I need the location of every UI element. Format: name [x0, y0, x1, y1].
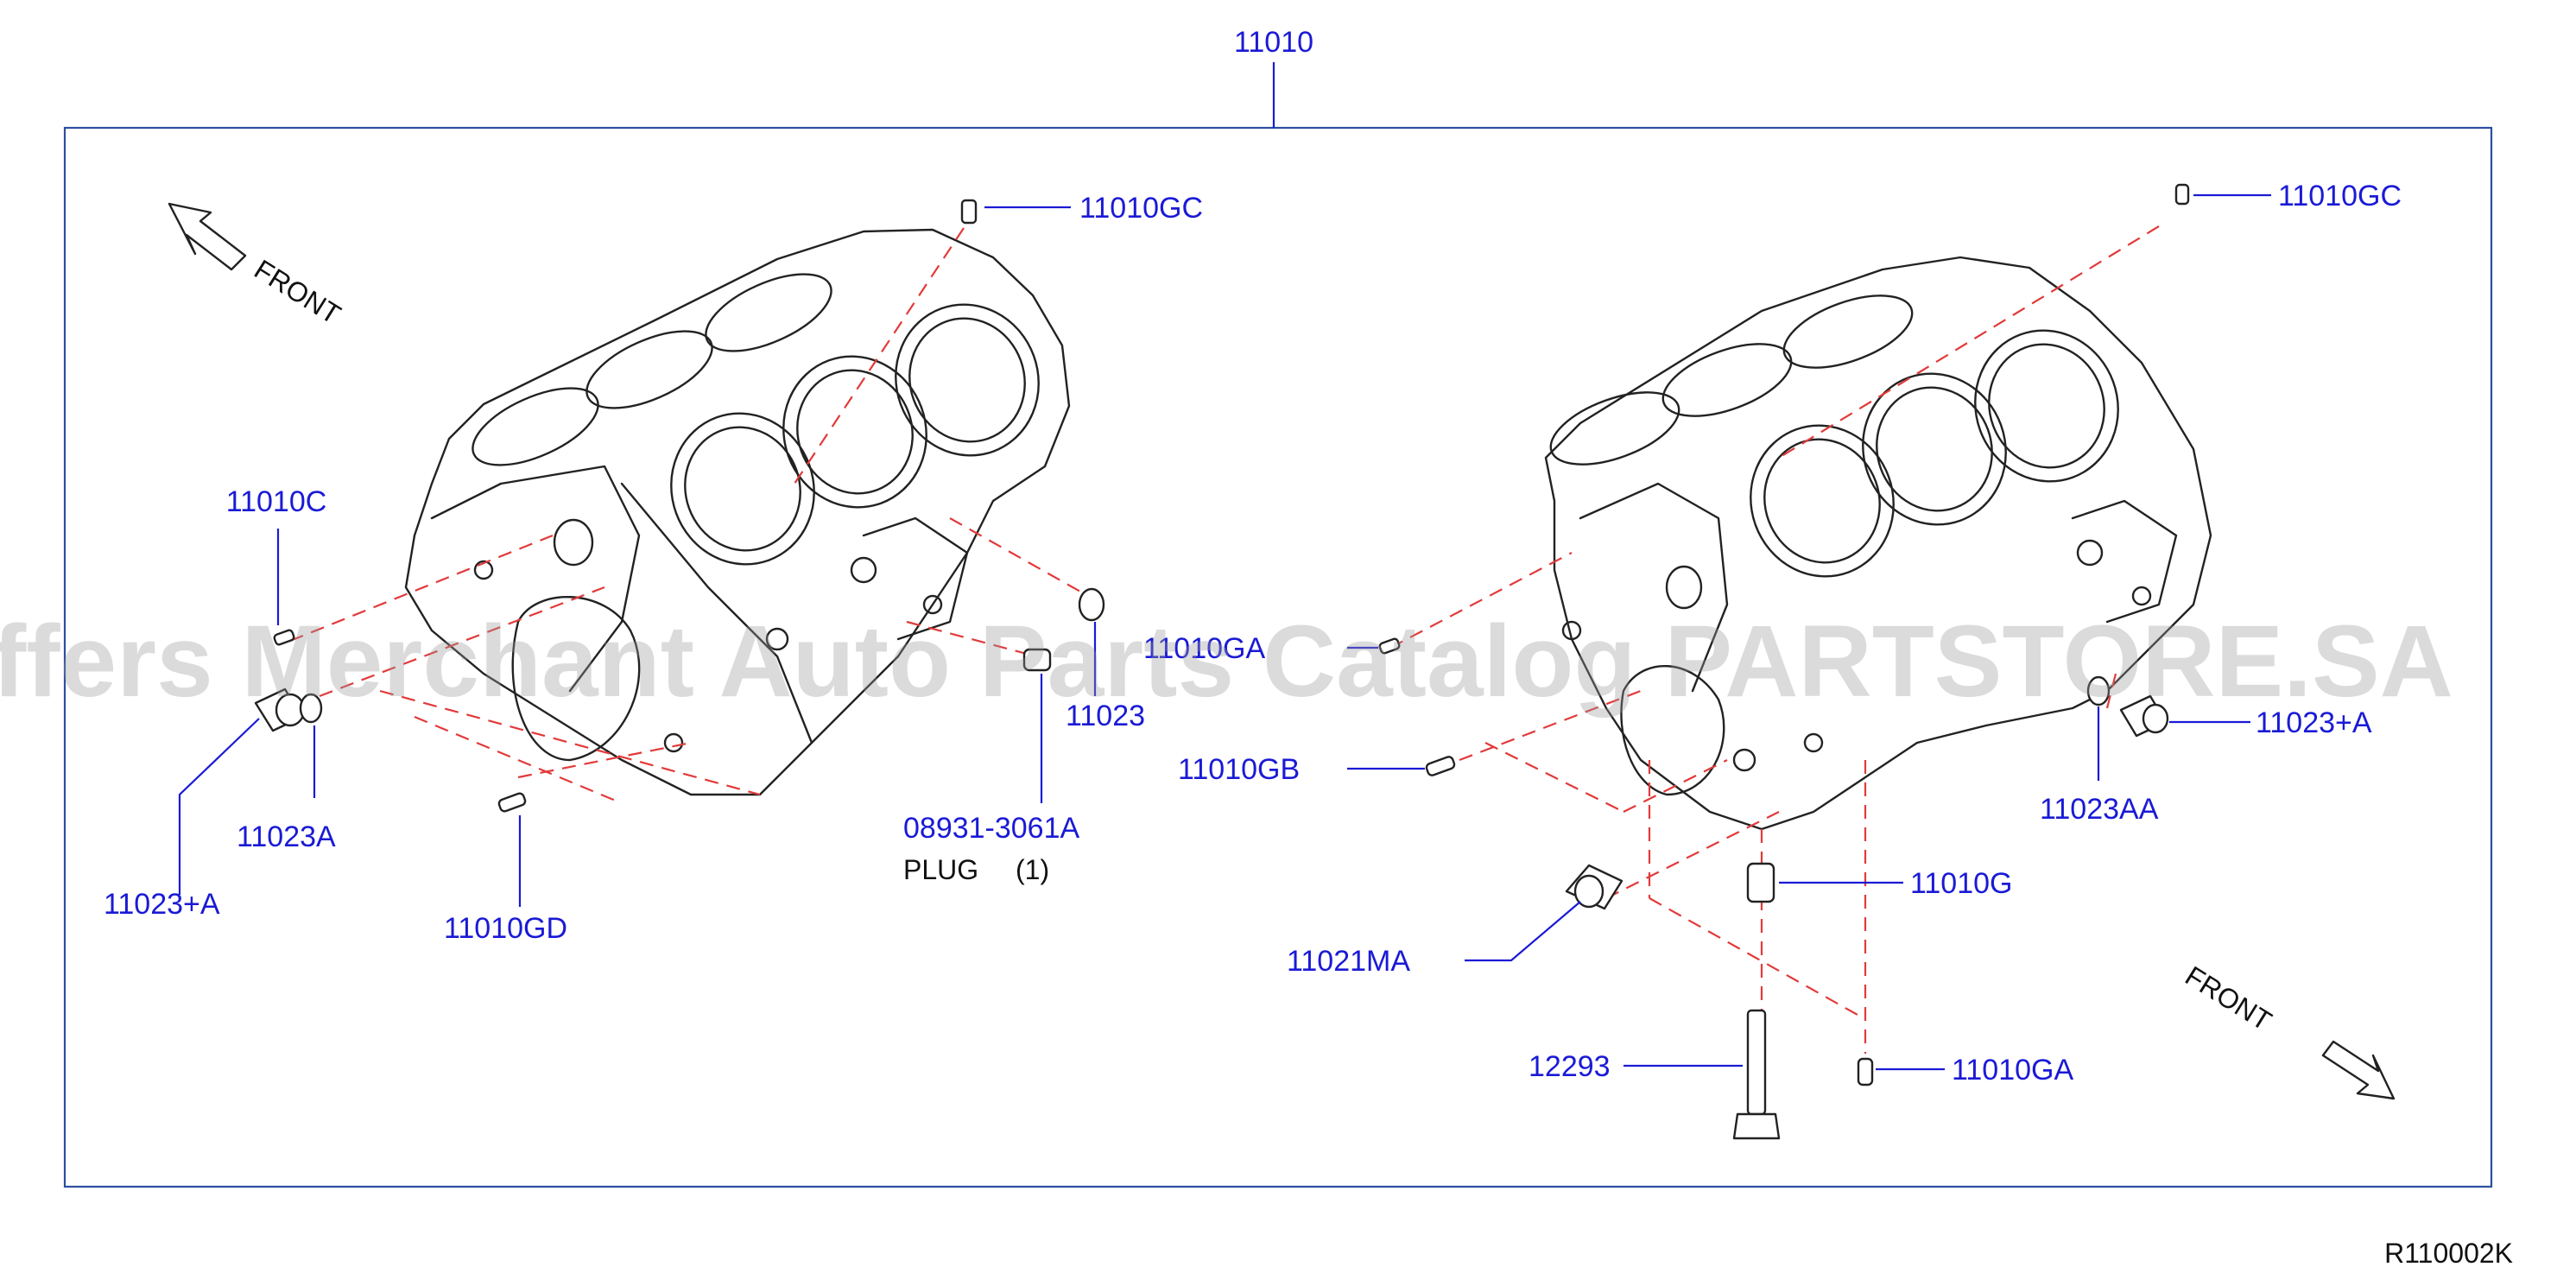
- right-washer-aa: [2086, 675, 2111, 706]
- left-plug: [1022, 648, 1052, 672]
- right-dowel-gb: [1425, 756, 1456, 776]
- callout-right-11010g[interactable]: 11010G: [1910, 867, 2012, 900]
- callout-right-11023aa[interactable]: 11023AA: [2040, 793, 2159, 826]
- main-part-number[interactable]: 11010: [1234, 26, 1313, 59]
- left-assembly-lines: [289, 227, 1089, 805]
- callout-right-11010gc[interactable]: 11010GC: [2278, 180, 2402, 212]
- callout-left-11010c[interactable]: 11010C: [226, 485, 327, 518]
- left-washer-11023: [1078, 587, 1105, 622]
- left-dowel-gd: [497, 792, 527, 813]
- callout-left-11023-plus-a[interactable]: 11023+A: [104, 888, 220, 921]
- right-bolt-12293: [1732, 1009, 1781, 1140]
- callout-right-11021ma[interactable]: 11021MA: [1287, 945, 1410, 978]
- callout-right-12293[interactable]: 12293: [1529, 1050, 1611, 1083]
- front-label-right: FRONT: [2180, 960, 2277, 1036]
- left-cylinder-block: [404, 228, 1071, 796]
- right-bolt-ma: [1565, 864, 1623, 910]
- right-cylinder-block: [1544, 256, 2212, 831]
- left-dowel-gc: [960, 199, 978, 225]
- leader-right-ma: [1465, 901, 1581, 962]
- right-dowel-ga: [1857, 1057, 1874, 1086]
- left-washer-a: [299, 693, 323, 724]
- callout-left-08931-3061a[interactable]: 08931-3061A: [903, 812, 1080, 845]
- callout-right-11010gb[interactable]: 11010GB: [1178, 753, 1300, 786]
- diagram-frame: [63, 126, 2493, 1188]
- right-sleeve-g: [1746, 862, 1775, 903]
- right-bolt-plus-a: [2119, 694, 2169, 738]
- callout-left-11010gc[interactable]: 11010GC: [1079, 192, 1203, 225]
- right-dowel-gc: [2174, 183, 2190, 206]
- front-label-left: FRONT: [249, 253, 346, 330]
- front-arrow-right: [2321, 1040, 2396, 1100]
- callout-right-11010ga[interactable]: 11010GA: [1952, 1054, 2073, 1086]
- reference-code: R110002K: [2384, 1238, 2513, 1269]
- right-assembly-lines: [1389, 225, 2160, 1123]
- callout-left-11023[interactable]: 11023: [1066, 700, 1145, 732]
- callout-left-11023a[interactable]: 11023A: [237, 820, 336, 853]
- right-pin-ga-upper: [1378, 637, 1401, 655]
- label-plug-name: PLUG: [903, 854, 978, 885]
- callout-left-11010gd[interactable]: 11010GD: [444, 912, 567, 945]
- watermark: Offers Merchant Auto Parts Catalog PARTS…: [0, 605, 2453, 719]
- leader-left-plus-a: [178, 718, 260, 895]
- label-plug-qty: (1): [1016, 854, 1049, 885]
- front-arrow-left: [168, 202, 247, 271]
- callout-right-11023-plus-a[interactable]: 11023+A: [2256, 706, 2372, 739]
- left-pin-c: [273, 629, 295, 646]
- callout-right-11010ga-partial[interactable]: 11010GA: [1143, 632, 1265, 665]
